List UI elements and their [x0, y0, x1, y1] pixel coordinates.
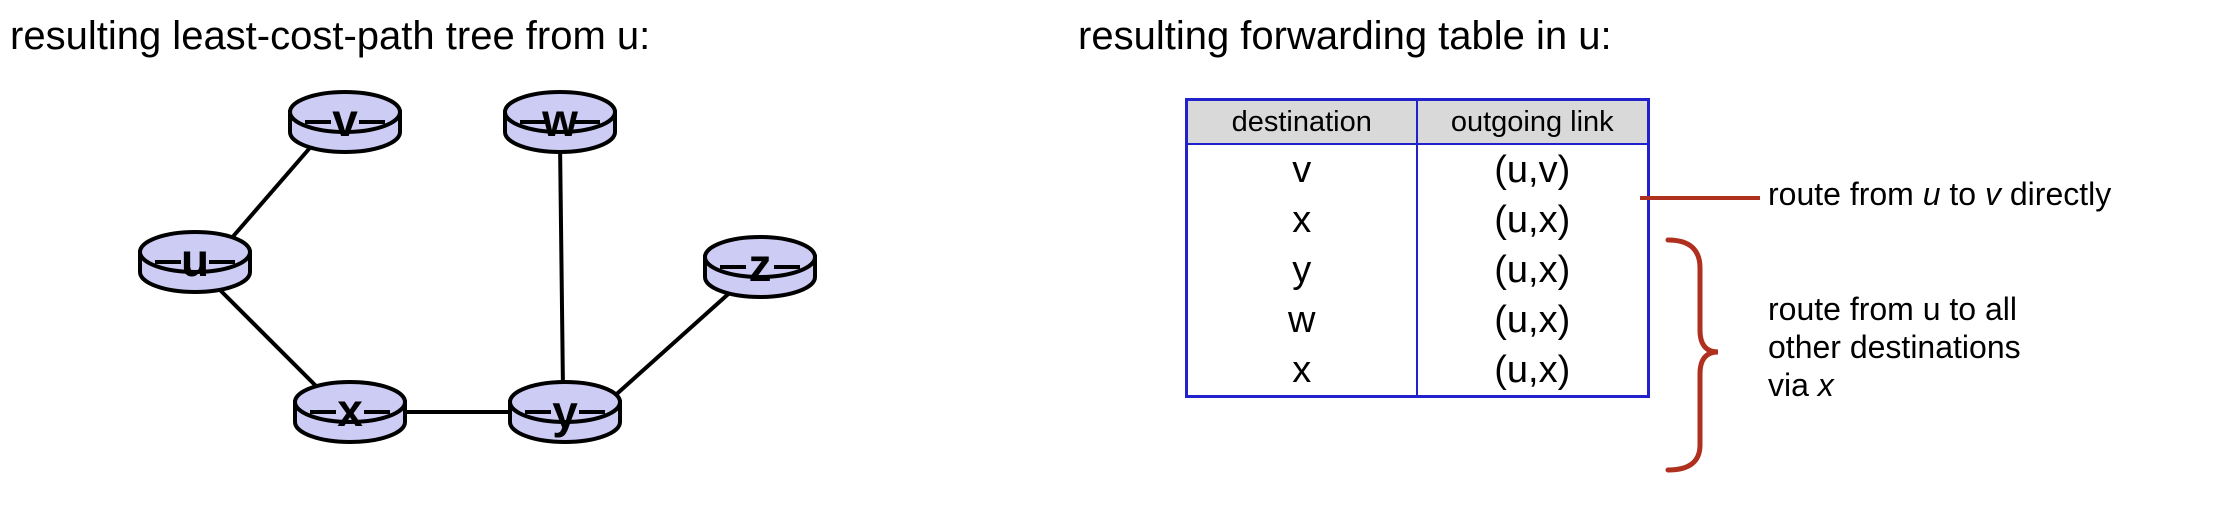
column-header-destination: destination [1185, 98, 1418, 145]
forwarding-table: destination outgoing link v (u,v) x (u,x… [1185, 98, 1650, 398]
cell-outgoing-link: (u,x) [1415, 195, 1650, 245]
cell-destination: x [1185, 195, 1418, 245]
annotation-direct-node-u: u [1922, 176, 1941, 212]
brace-other-destinations [1665, 237, 1719, 473]
cell-outgoing-link: (u,v) [1415, 143, 1650, 195]
cell-outgoing-link: (u,x) [1415, 295, 1650, 345]
cell-destination: v [1185, 143, 1418, 195]
annotation-via-x-line3: via x [1768, 366, 2021, 404]
edge-u-x [213, 283, 322, 392]
table-row[interactable]: x (u,x) [1185, 345, 1650, 398]
cell-destination: w [1185, 295, 1418, 345]
annotation-via-x-node: x [1817, 367, 1834, 403]
edge-layer [213, 140, 737, 414]
node-layer [138, 90, 817, 444]
cell-outgoing-link: (u,x) [1415, 345, 1650, 398]
table-row[interactable]: y (u,x) [1185, 245, 1650, 295]
table-header-row: destination outgoing link [1185, 98, 1650, 145]
table-row[interactable]: x (u,x) [1185, 195, 1650, 245]
forwarding-table-container: destination outgoing link v (u,v) x (u,x… [1185, 98, 1650, 398]
edge-y-z [608, 286, 737, 402]
least-cost-path-tree-diagram: u v w x y z [0, 70, 1000, 508]
router-node-w[interactable] [503, 90, 617, 154]
router-node-u[interactable] [138, 230, 252, 294]
cell-destination: x [1185, 345, 1418, 398]
cell-outgoing-link: (u,x) [1415, 245, 1650, 295]
edge-y-w [558, 141, 565, 391]
page-title-table: resulting forwarding table in u: [1078, 14, 1612, 58]
table-row[interactable]: v (u,v) [1185, 143, 1650, 195]
annotation-via-x-line2: other destinations [1768, 329, 2021, 365]
router-node-y[interactable] [508, 380, 622, 444]
annotation-direct-node-v: v [1984, 176, 2001, 212]
router-node-z[interactable] [703, 235, 817, 299]
tree-graph-svg [138, 90, 817, 444]
annotation-direct-prefix: route from [1768, 176, 1923, 212]
annotation-via-x-prefix: via [1768, 367, 1818, 403]
router-node-v[interactable] [288, 90, 402, 154]
edge-u-v [228, 140, 317, 242]
column-header-outgoing-link: outgoing link [1415, 98, 1650, 145]
annotation-via-x-line1: route from u to all [1768, 291, 2017, 327]
annotation-route-direct: route from u to v directly [1768, 175, 2111, 213]
annotation-direct-mid: to [1940, 176, 1985, 212]
page-title-tree: resulting least-cost-path tree from u: [10, 14, 651, 58]
router-node-x[interactable] [293, 380, 407, 444]
annotation-direct-suffix: directly [2000, 176, 2112, 212]
cell-destination: y [1185, 245, 1418, 295]
table-row[interactable]: w (u,x) [1185, 295, 1650, 345]
